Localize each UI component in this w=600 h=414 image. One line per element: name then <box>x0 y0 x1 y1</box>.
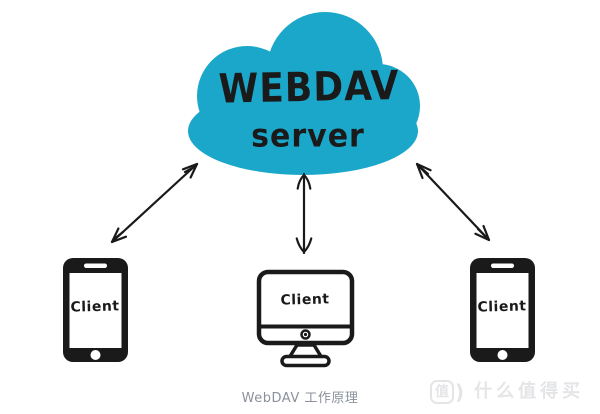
smzdm-watermark-text: 什么值得买 <box>474 381 585 402</box>
cloud-title: WEBDAV <box>218 63 400 113</box>
client-label-right: Client <box>477 298 527 316</box>
arrow-cloud-to-left-client <box>110 162 199 244</box>
diagram-caption: WebDAV 工作原理 <box>241 391 359 406</box>
smzdm-logo-char: 值 <box>435 384 449 400</box>
client-label-middle: Client <box>280 291 330 309</box>
cloud-shape <box>188 12 420 175</box>
client-label-left: Client <box>70 298 120 316</box>
desktop-monitor-icon <box>256 269 355 368</box>
smartphone-right-icon <box>470 258 535 362</box>
smzdm-logo-icon: 值 <box>430 380 454 404</box>
arrow-cloud-to-right-client <box>415 162 491 242</box>
cloud-base <box>188 87 418 175</box>
smartphone-left-icon <box>63 258 128 362</box>
cloud-subtitle: server <box>251 117 365 155</box>
arrow-cloud-to-middle-client <box>295 172 313 255</box>
smzdm-logo-paren: ) <box>455 380 465 404</box>
smzdm-watermark: 值 ) 什么值得买 <box>430 380 584 404</box>
